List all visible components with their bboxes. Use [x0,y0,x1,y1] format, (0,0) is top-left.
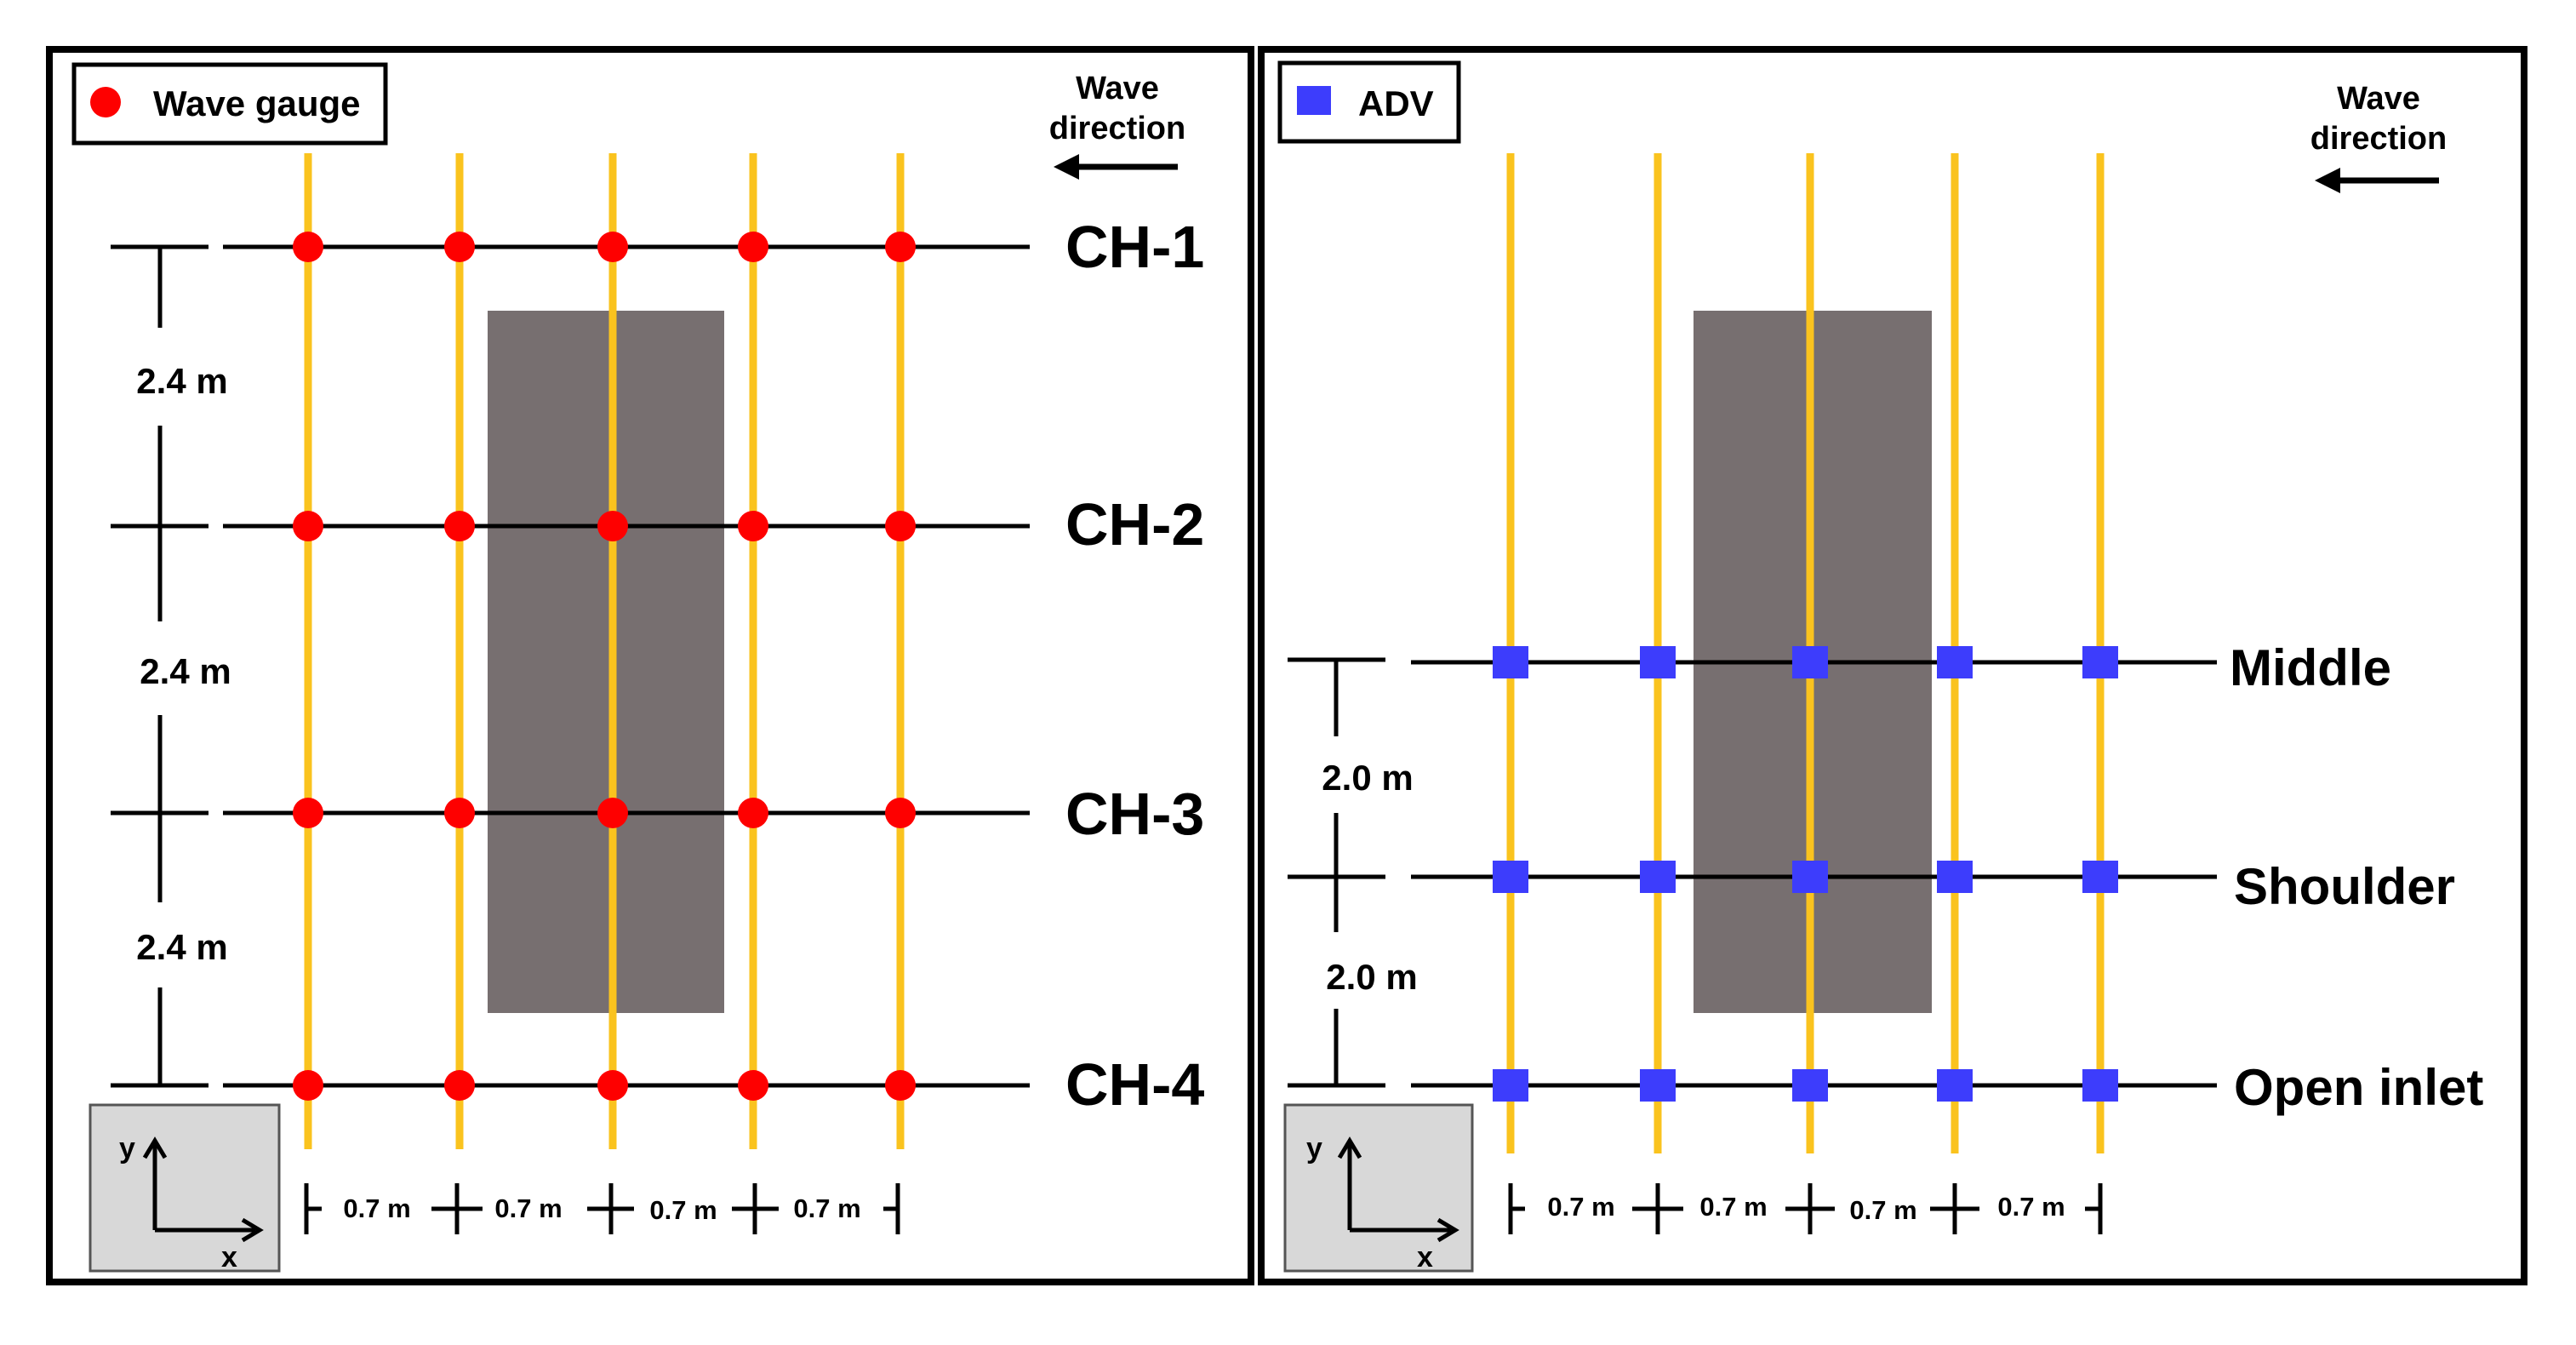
wave-direction-line1: Wave [2337,81,2420,117]
wave-direction-line2: direction [2310,121,2447,157]
wave-gauge-marker [738,232,768,262]
wave-gauge-marker [885,511,916,541]
wave-gauge-marker [885,1070,916,1101]
axis-label-x: x [1417,1241,1433,1273]
x-dimension-line [1508,1183,2103,1234]
adv-marker [1937,1069,1973,1102]
channel-label-ch2: CH-2 [1065,491,1204,558]
structure-block [488,311,724,1013]
legend-label: ADV [1358,83,1434,123]
adv-marker [1493,1069,1528,1102]
adv-marker [1792,646,1828,678]
adv-marker [2082,861,2118,893]
adv-marker [1493,861,1528,893]
x-spacing-label: 0.7 m [494,1193,562,1223]
wave-direction-line2: direction [1049,111,1185,146]
x-dimension-line [304,1183,900,1234]
wave-gauge-marker [597,798,628,828]
legend-box [71,62,388,146]
channel-label-ch4: CH-4 [1065,1051,1204,1118]
section-label-open-inlet: Open inlet [2234,1059,2483,1116]
wave-gauge-marker [293,1070,323,1101]
adv-marker [1792,861,1828,893]
x-spacing-label: 0.7 m [1849,1195,1916,1225]
axes-arrows-icon [142,1136,264,1243]
wave-gauge-marker [444,232,475,262]
y-spacing-label: 2.4 m [136,361,227,401]
adv-marker [1937,861,1973,893]
wave-gauge-marker [444,1070,475,1101]
adv-markers [1493,646,2118,1102]
wave-direction: Wave direction [2310,81,2447,193]
adv-marker [1937,646,1973,678]
wave-gauge-marker [885,798,916,828]
adv-marker [1493,646,1528,678]
y-spacing-label: 2.4 m [136,927,227,967]
legend-wave-gauge: Wave gauge [71,62,388,146]
panel-adv: ADV Wave direction Middle Shoulder Open … [1258,46,2527,1285]
adv-marker [1640,861,1676,893]
panel-wave-gauge: Wave gauge Wave direction CH-1 CH-2 CH-3… [46,46,1254,1285]
wave-gauge-marker [597,232,628,262]
channel-label-ch3: CH-3 [1065,781,1204,847]
legend-label: Wave gauge [153,83,361,123]
axes-arrows-icon [1337,1136,1459,1243]
axis-box [1283,1103,1474,1273]
arrow-left-icon [2315,168,2439,193]
x-spacing-label: 0.7 m [793,1193,860,1223]
wave-gauge-marker [444,798,475,828]
y-spacing-label: 2.4 m [140,651,231,691]
wave-direction-line1: Wave [1076,71,1159,106]
rails [304,153,905,1149]
section-label-shoulder: Shoulder [2234,858,2455,915]
adv-marker [2082,646,2118,678]
section-label-middle: Middle [2230,639,2391,696]
adv-marker [1640,1069,1676,1102]
axis-label-y: y [119,1132,135,1165]
wave-gauge-marker [597,511,628,541]
coordinate-axes: y x [89,1103,281,1273]
axis-box [89,1103,281,1273]
wave-gauge-marker [293,232,323,262]
y-dimension-line [1288,657,1385,1088]
wave-gauge-markers [293,232,916,1101]
axis-label-y: y [1306,1132,1322,1165]
x-spacing-label: 0.7 m [1547,1192,1614,1222]
x-spacing-label: 0.7 m [649,1195,717,1225]
wave-gauge-marker [444,511,475,541]
wave-gauge-marker [597,1070,628,1101]
wave-gauge-marker [738,511,768,541]
channel-label-ch1: CH-1 [1065,214,1204,280]
arrow-left-icon [1054,154,1178,180]
x-spacing-label: 0.7 m [1997,1192,2065,1222]
wave-gauge-marker [738,1070,768,1101]
y-dimension-line [111,244,208,1088]
blue-square-marker-icon [1297,86,1331,115]
coordinate-axes: y x [1283,1103,1474,1273]
y-spacing-label: 2.0 m [1322,758,1413,798]
x-spacing-label: 0.7 m [343,1193,410,1223]
adv-marker [2082,1069,2118,1102]
axis-label-x: x [221,1241,237,1273]
wave-gauge-marker [738,798,768,828]
red-circle-marker-icon [90,87,121,117]
y-spacing-label: 2.0 m [1326,957,1417,997]
adv-marker [1792,1069,1828,1102]
wave-gauge-marker [293,798,323,828]
adv-marker [1640,646,1676,678]
x-spacing-label: 0.7 m [1699,1192,1767,1222]
legend-adv: ADV [1277,60,1461,144]
wave-gauge-marker [885,232,916,262]
wave-gauge-marker [293,511,323,541]
wave-direction: Wave direction [1049,71,1185,180]
